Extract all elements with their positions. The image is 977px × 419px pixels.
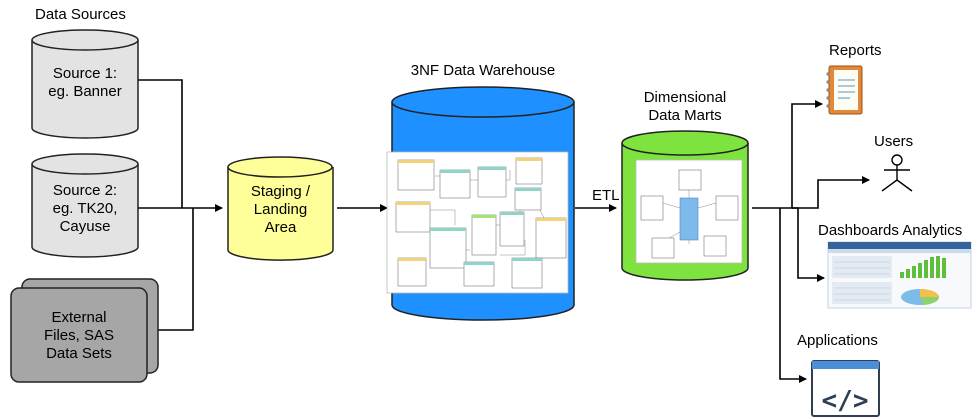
data-sources-heading: Data Sources bbox=[35, 6, 126, 23]
stick-figure-icon bbox=[881, 154, 913, 192]
source2-label: Source 2: eg. TK20, Cayuse bbox=[32, 182, 138, 236]
staging-label: Staging / Landing Area bbox=[228, 183, 333, 237]
to-applications-arrow bbox=[779, 208, 807, 383]
source1-label: Source 1: eg. Banner bbox=[32, 65, 138, 101]
external-files-label: External Files, SAS Data Sets bbox=[11, 309, 147, 363]
external-connector bbox=[150, 208, 194, 331]
external-line-3: Data Sets bbox=[46, 345, 112, 362]
applications-label: Applications bbox=[797, 332, 878, 349]
dashboards-label: Dashboards Analytics bbox=[818, 222, 963, 239]
dashboard-screenshot-icon bbox=[827, 241, 972, 309]
reports-label: Reports bbox=[829, 42, 882, 59]
warehouse-heading: 3NF Data Warehouse bbox=[410, 62, 556, 79]
source1-cylinder bbox=[31, 29, 139, 139]
warehouse-schema-diagram bbox=[386, 151, 569, 294]
external-line-1: External bbox=[51, 309, 107, 326]
staging-line-1: Staging / bbox=[250, 183, 311, 200]
source1-connector bbox=[138, 79, 183, 208]
source2-line-2: eg. TK20, bbox=[52, 200, 118, 217]
external-line-2: Files, SAS bbox=[43, 327, 115, 344]
marts-line-1: Dimensional bbox=[643, 89, 727, 106]
etl-label: ETL bbox=[592, 187, 620, 204]
data-marts-heading: Dimensional Data Marts bbox=[625, 89, 745, 125]
source2-cylinder bbox=[31, 153, 139, 258]
source1-line-1: Source 1: bbox=[52, 65, 118, 82]
code-glyph: </> bbox=[822, 386, 869, 416]
staging-cylinder bbox=[227, 156, 334, 261]
star-schema-diagram bbox=[635, 159, 743, 264]
to-dashboards-arrow bbox=[792, 207, 825, 282]
staging-line-3: Area bbox=[264, 219, 297, 236]
staging-line-2: Landing bbox=[253, 201, 308, 218]
source1-line-2: eg. Banner bbox=[48, 83, 122, 100]
source2-line-1: Source 2: bbox=[52, 182, 118, 199]
code-window-icon: </> bbox=[811, 360, 880, 417]
to-users-arrow bbox=[792, 176, 870, 209]
external-files-stack bbox=[10, 278, 159, 383]
users-label: Users bbox=[874, 133, 914, 150]
connectors bbox=[138, 79, 870, 383]
source2-line-3: Cayuse bbox=[59, 218, 111, 235]
to-reports-arrow bbox=[780, 100, 823, 209]
notebook-icon bbox=[826, 65, 863, 115]
marts-line-2: Data Marts bbox=[648, 107, 722, 124]
